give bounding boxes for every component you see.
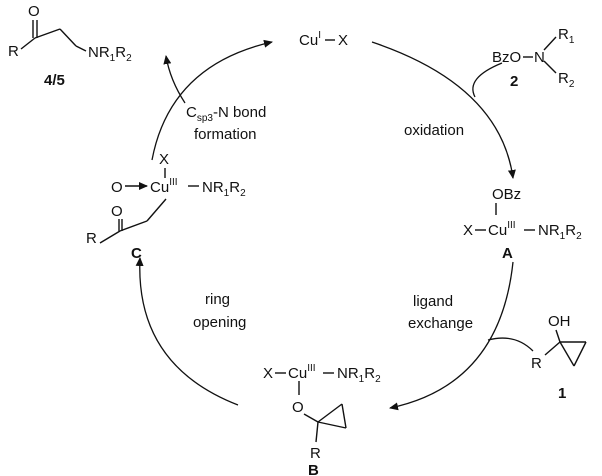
svg-text:O: O <box>111 203 123 220</box>
svg-text:4/5: 4/5 <box>44 72 65 89</box>
label-exchange: exchange <box>408 315 473 332</box>
arrow-product-release <box>163 55 186 104</box>
intermediate-a: OBz X CuIII NR1R2 A <box>463 186 582 262</box>
arrow-bond-formation <box>151 39 273 161</box>
label-ring: ring <box>205 291 230 308</box>
reagent-1-cyclopropanol: OH R 1 <box>531 313 587 402</box>
svg-text:BzO: BzO <box>492 49 521 66</box>
svg-text:CuIII: CuIII <box>488 220 516 239</box>
svg-text:R2: R2 <box>558 70 575 90</box>
svg-text:O: O <box>111 179 123 196</box>
svg-text:R: R <box>531 355 542 372</box>
intermediate-b: X CuIII NR1R2 O R B <box>263 363 381 476</box>
arrow-reagent2-entry <box>472 62 503 98</box>
label-oxidation: oxidation <box>404 122 464 139</box>
arrow-ligand-exchange <box>389 261 514 411</box>
svg-text:X: X <box>263 365 273 382</box>
svg-text:O: O <box>292 399 304 416</box>
label-opening: opening <box>193 314 246 331</box>
svg-text:CuI: CuI <box>299 30 321 49</box>
svg-text:R1: R1 <box>558 26 575 46</box>
svg-text:R: R <box>86 230 97 247</box>
svg-text:X: X <box>159 151 169 168</box>
svg-text:CuIII: CuIII <box>288 363 316 382</box>
catalyst-cu-i-x: CuI X <box>299 30 348 49</box>
label-ligand: ligand <box>413 293 453 310</box>
arrow-oxidation <box>371 41 516 179</box>
product-4-5: O R NR1R2 4/5 <box>8 3 132 89</box>
svg-text:2: 2 <box>510 73 518 90</box>
svg-text:NR1R2: NR1R2 <box>88 44 132 64</box>
arrow-reagent1-entry <box>487 337 534 352</box>
svg-text:X: X <box>338 32 348 49</box>
label-bond-formation-1: Csp3-N bond <box>186 104 266 124</box>
svg-text:NR1R2: NR1R2 <box>202 179 246 199</box>
svg-text:X: X <box>463 222 473 239</box>
reagent-2-hydroxylamine: BzO N R1 R2 2 <box>492 26 575 90</box>
svg-text:OBz: OBz <box>492 186 521 203</box>
svg-text:O: O <box>28 3 40 20</box>
svg-text:R: R <box>310 445 321 462</box>
svg-text:A: A <box>502 245 513 262</box>
svg-text:C: C <box>131 245 142 262</box>
svg-text:N: N <box>534 49 545 66</box>
svg-text:B: B <box>308 462 319 476</box>
svg-text:OH: OH <box>548 313 571 330</box>
intermediate-c: X O CuIII NR1R2 O R C <box>86 151 246 262</box>
svg-text:1: 1 <box>558 385 566 402</box>
arrow-ring-opening <box>135 257 239 406</box>
svg-text:NR1R2: NR1R2 <box>337 365 381 385</box>
svg-text:CuIII: CuIII <box>150 177 178 196</box>
svg-text:R: R <box>8 43 19 60</box>
label-bond-formation-2: formation <box>194 126 257 143</box>
svg-text:NR1R2: NR1R2 <box>538 222 582 242</box>
